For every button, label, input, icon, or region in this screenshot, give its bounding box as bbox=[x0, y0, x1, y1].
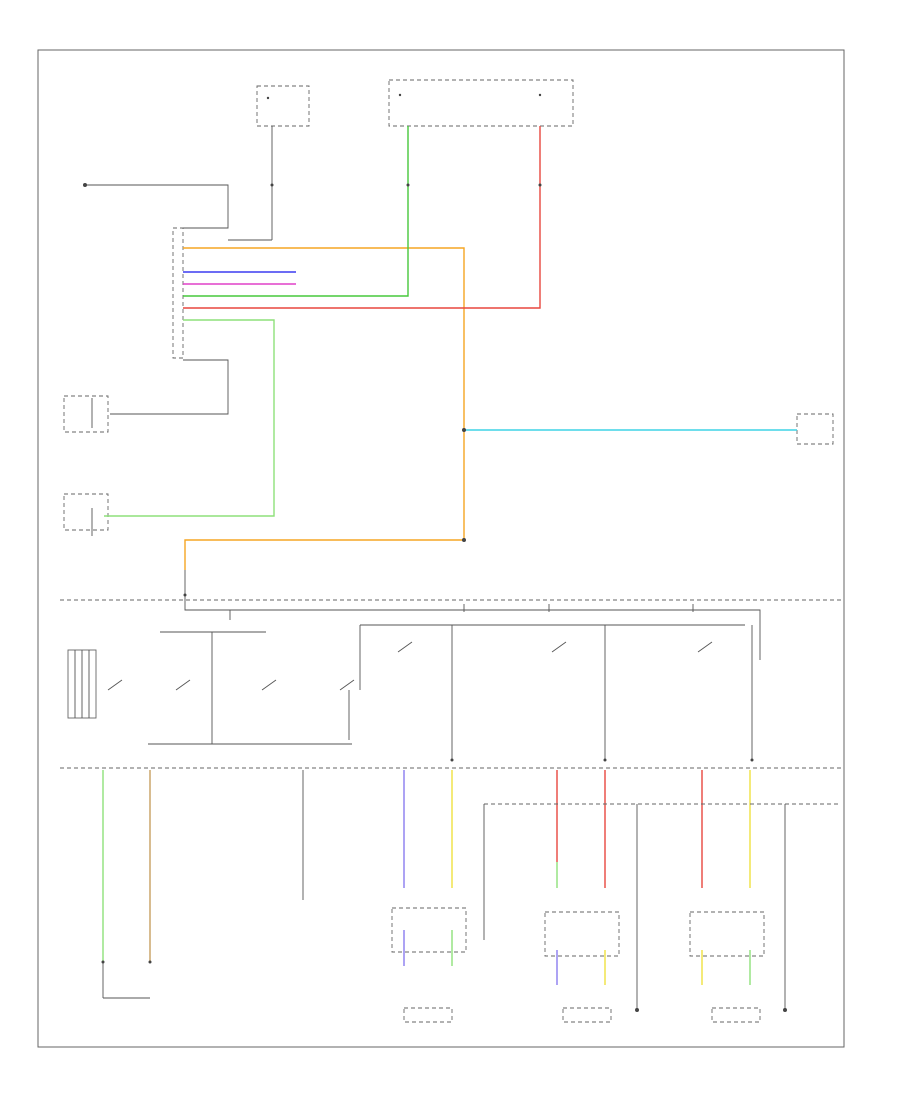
door-lock-actuator-front-left bbox=[544, 911, 620, 957]
ground-symbol-right bbox=[635, 1008, 787, 1012]
ipdm-box bbox=[256, 85, 310, 127]
diagram-frame bbox=[37, 49, 845, 1048]
door-lock-actuator-rear-left bbox=[391, 907, 467, 953]
junction-dots bbox=[101, 183, 754, 964]
right-connector-box bbox=[796, 413, 834, 445]
bcm-box bbox=[172, 227, 184, 359]
fuse-block-box bbox=[388, 79, 574, 127]
front-door-switch-lower bbox=[63, 493, 109, 531]
front-door-switch-upper bbox=[63, 395, 109, 433]
left-connector-stack bbox=[67, 649, 97, 719]
door-lock-actuator-rear-right bbox=[689, 911, 765, 957]
switch-contacts bbox=[107, 641, 713, 691]
